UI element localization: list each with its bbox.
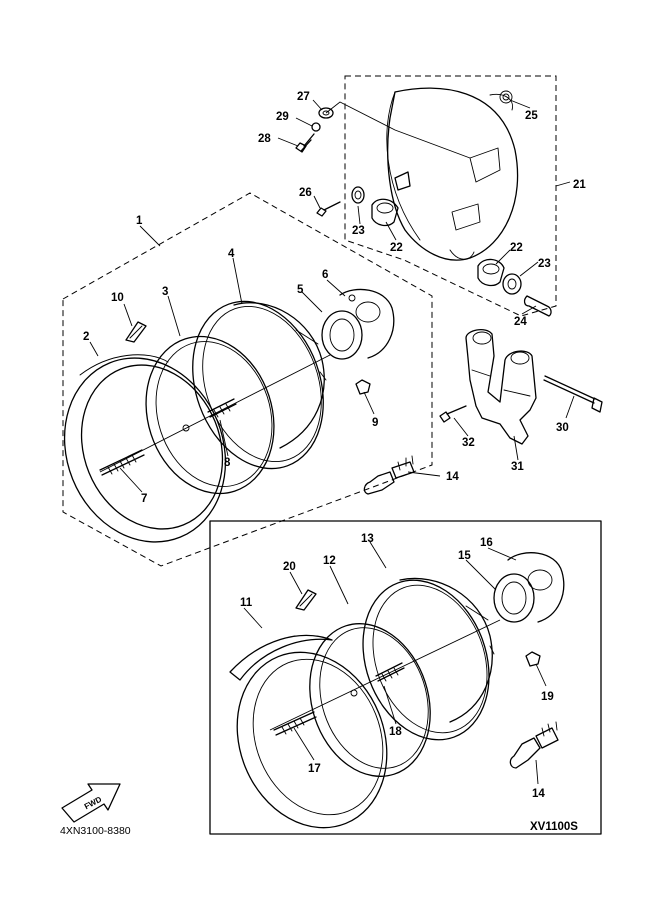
callout-25: 25 [525, 110, 538, 122]
callout-23-lower: 23 [538, 258, 551, 270]
callout-7: 7 [141, 493, 147, 505]
callout-14-lower: 14 [532, 788, 545, 800]
callout-19: 19 [541, 691, 554, 703]
callout-5: 5 [297, 284, 304, 296]
callout-14-upper: 14 [446, 471, 459, 483]
assembly-1-outline [62, 192, 433, 567]
adjusting-screws-7-8 [99, 354, 331, 476]
callout-9: 9 [372, 417, 378, 429]
nut-9 [355, 379, 371, 395]
document-code: 4XN3100-8380 [60, 825, 131, 837]
callout-20: 20 [283, 561, 296, 573]
reflector-4 [192, 300, 327, 470]
callout-32: 32 [462, 437, 475, 449]
fwd-label: FWD [83, 795, 104, 812]
callout-30: 30 [556, 422, 569, 434]
reflector-13 [362, 577, 495, 741]
case-21-outline [344, 75, 557, 317]
variant-box [209, 520, 602, 835]
callout-24: 24 [514, 316, 527, 328]
callout-17: 17 [308, 763, 321, 775]
callout-22-upper: 22 [390, 242, 403, 254]
callout-31: 31 [511, 461, 524, 473]
clip-20 [295, 589, 317, 611]
case-fasteners [295, 101, 471, 217]
headlight-bracket [465, 328, 537, 445]
callout-21: 21 [573, 179, 586, 191]
callout-10: 10 [111, 292, 124, 304]
rim-2 [63, 354, 227, 543]
callout-8: 8 [224, 457, 231, 469]
callout-12: 12 [323, 555, 336, 567]
callout-2: 2 [83, 331, 89, 343]
adjusting-screws-17-18 [269, 619, 501, 736]
callout-29: 29 [276, 111, 289, 123]
callout-23-upper: 23 [352, 225, 365, 237]
fwd-arrow-icon [61, 783, 121, 823]
callout-11: 11 [240, 597, 253, 609]
callout-28: 28 [258, 133, 271, 145]
clip-10 [125, 321, 147, 343]
model-label: XV1100S [530, 821, 578, 833]
callout-27: 27 [297, 91, 310, 103]
leader-lines [89, 99, 575, 785]
callout-4: 4 [228, 248, 235, 260]
callout-26: 26 [299, 187, 312, 199]
ring-3 [145, 335, 275, 495]
nut-19 [525, 651, 541, 667]
callout-1: 1 [136, 215, 143, 227]
socket-15-16 [493, 552, 565, 623]
callout-16: 16 [480, 537, 493, 549]
case-grommets [351, 186, 552, 317]
bracket-bolts [439, 375, 603, 423]
headlight-case [386, 87, 519, 261]
callout-13: 13 [361, 533, 374, 545]
bulb-upper [363, 455, 415, 495]
bulb-lower [509, 721, 559, 769]
callout-15: 15 [458, 550, 471, 562]
visor-rim-11 [229, 634, 388, 829]
callout-22-lower: 22 [510, 242, 523, 254]
callout-6: 6 [322, 269, 328, 281]
callout-18: 18 [389, 726, 402, 738]
callout-3: 3 [162, 286, 168, 298]
socket-5-6 [321, 288, 395, 360]
